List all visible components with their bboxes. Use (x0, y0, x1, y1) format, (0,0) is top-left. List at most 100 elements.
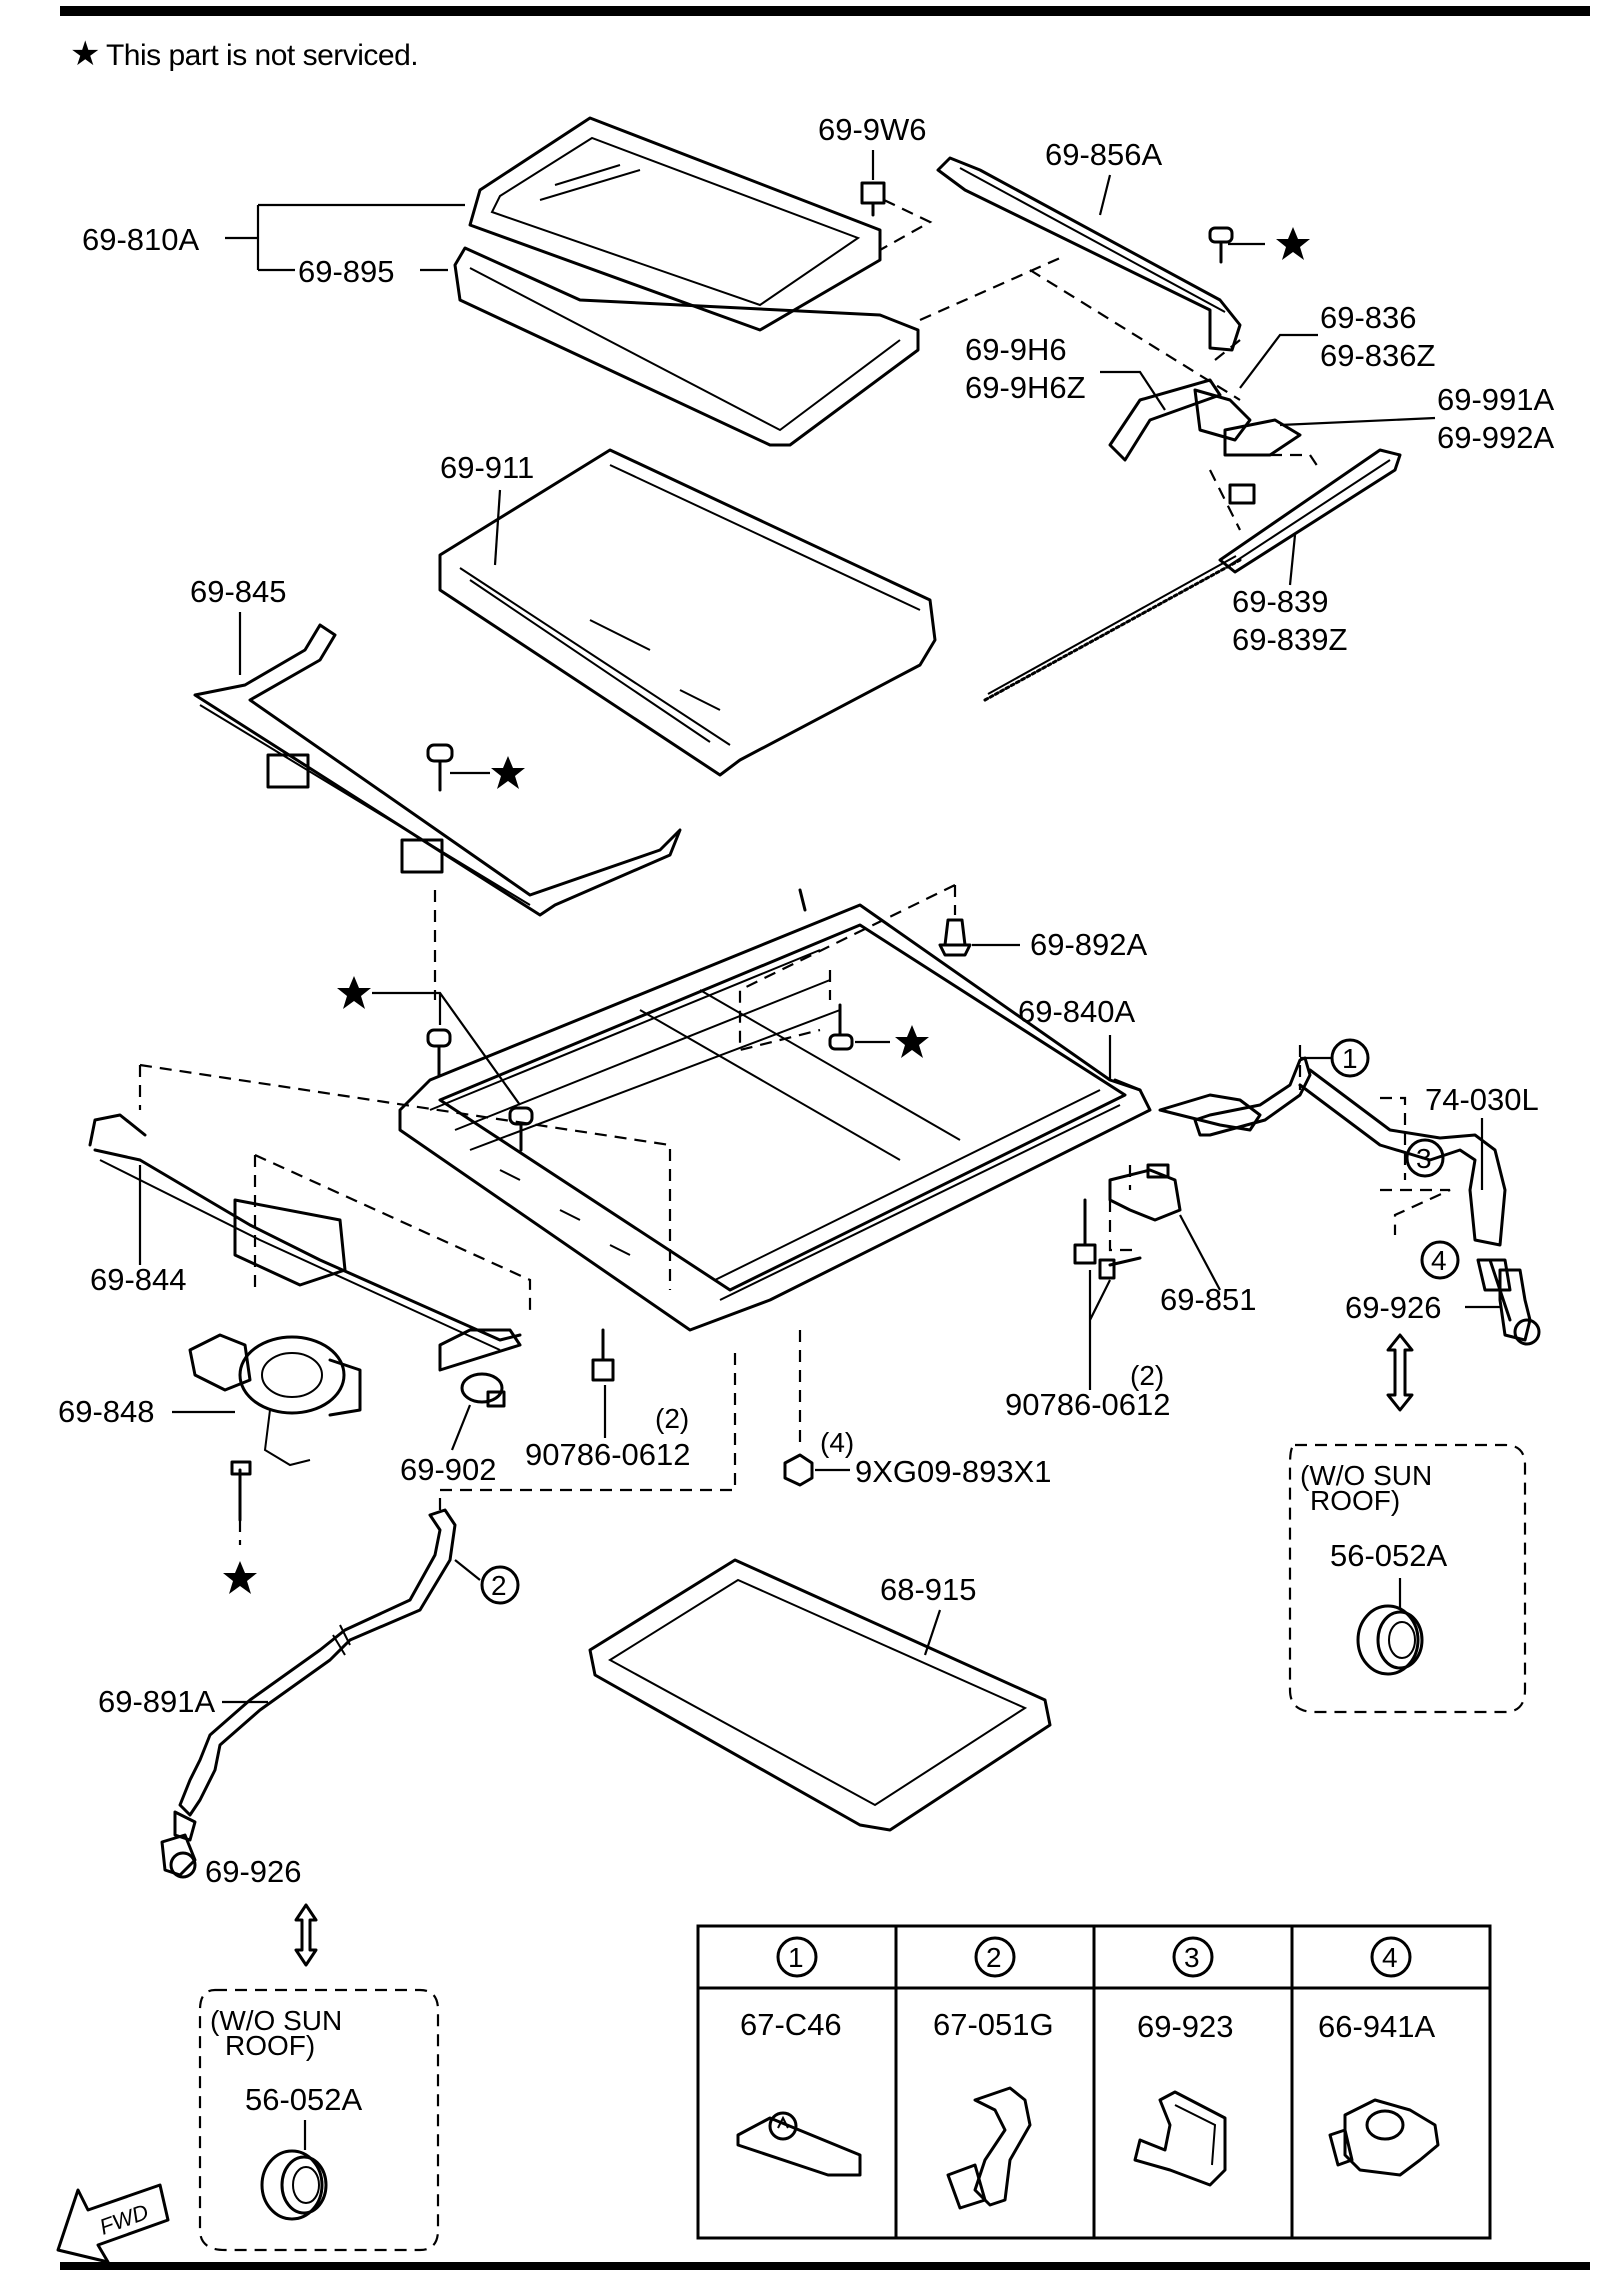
glass-weatherstrip-seal (453, 246, 920, 447)
table-header-4: 4 (1370, 1936, 1412, 1978)
label-69-836Z: 69-836Z (1320, 338, 1435, 373)
table-header-1-number: 1 (788, 1942, 804, 1973)
label-69-856A: 69-856A (1045, 137, 1163, 172)
label-69-9H6: 69-9H6 (965, 332, 1067, 367)
label-69-895: 69-895 (298, 254, 395, 289)
label-90786-0612-right: 90786-0612 (1005, 1387, 1171, 1422)
guide-rail-69-839 (983, 448, 1402, 702)
clip-67-C46 (736, 2111, 862, 2177)
label-68-915: 68-915 (880, 1572, 977, 1607)
clip-66-941A (1328, 2098, 1440, 2177)
label-69-810A: 69-810A (82, 222, 200, 257)
bottom-rule (60, 2262, 1590, 2270)
table-part-1: 67-C46 (740, 2007, 842, 2042)
note-text: This part is not serviced. (105, 39, 419, 72)
label-69-9H6Z: 69-9H6Z (965, 370, 1086, 405)
qty-90786-0612-right: (2) (1130, 1360, 1164, 1391)
label-56-052A-left: 56-052A (245, 2082, 363, 2117)
star-icon (491, 756, 525, 789)
screw-not-serviced-top (1208, 226, 1234, 264)
label-69-992A: 69-992A (1437, 420, 1555, 455)
wind-deflector (936, 156, 1242, 352)
sunroof-motor (188, 1333, 362, 1467)
label-69-839Z: 69-839Z (1232, 622, 1347, 657)
qty-90786-0612-mid: (2) (655, 1403, 689, 1434)
label-9XG09-893X1: 9XG09-893X1 (855, 1454, 1051, 1489)
nut-9XG09-893X1 (783, 1453, 814, 1487)
star-icon (223, 1561, 257, 1594)
callout-3: 3 (1405, 1138, 1445, 1178)
callout-1-number: 1 (1342, 1043, 1358, 1074)
label-69-840A: 69-840A (1018, 994, 1136, 1029)
grommet-69-926-left (160, 1833, 197, 1879)
double-arrow-icon (1386, 1333, 1414, 1412)
callout-4-number: 4 (1431, 1245, 1447, 1276)
grommet-69-926-right (1498, 1268, 1541, 1346)
without-sunroof-box-right: (W/O SUN ROOF) 56-052A (1288, 1443, 1527, 1714)
label-69-839: 69-839 (1232, 584, 1329, 619)
label-69-991A: 69-991A (1437, 382, 1555, 417)
sunroof-glass-panel (468, 116, 882, 332)
table-header-3-number: 3 (1184, 1942, 1200, 1973)
sunshade-panel (438, 448, 937, 777)
callout-2: 2 (480, 1565, 520, 1605)
label-69-848: 69-848 (58, 1394, 155, 1429)
label-69-851: 69-851 (1160, 1282, 1257, 1317)
label-69-845: 69-845 (190, 574, 287, 609)
wo-sunroof-line1-left: (W/O SUN (210, 2005, 342, 2036)
screw-not-serviced-frame (828, 1003, 854, 1051)
drain-hose-74-030L (1193, 1056, 1512, 1322)
seal-frame-68-915 (588, 1558, 1052, 1832)
callout-1: 1 (1330, 1038, 1370, 1078)
wo-sunroof-line1-right: (W/O SUN (1300, 1460, 1432, 1491)
bracket-frame-69-845 (193, 623, 682, 917)
drain-hose-assembly-69-844 (88, 1113, 522, 1372)
callout-4: 4 (1420, 1240, 1460, 1280)
without-sunroof-box-left: (W/O SUN ROOF) 56-052A (198, 1988, 440, 2252)
screw-69-9W6 (860, 181, 886, 217)
bracket-69-851 (1108, 1163, 1182, 1222)
hose-clamp-69-902 (460, 1372, 506, 1408)
label-69-926-right: 69-926 (1345, 1290, 1442, 1325)
label-69-926-left: 69-926 (205, 1854, 302, 1889)
star-icon (337, 976, 371, 1009)
clip-reference-table (696, 1924, 1492, 2240)
table-part-3: 69-923 (1137, 2009, 1234, 2044)
qty-9XG09-893X1: (4) (820, 1427, 854, 1458)
label-74-030L: 74-030L (1425, 1082, 1539, 1117)
table-header-2-number: 2 (986, 1942, 1002, 1973)
label-69-844: 69-844 (90, 1262, 187, 1297)
sunroof-housing-frame (398, 888, 1262, 1332)
label-56-052A-right: 56-052A (1330, 1538, 1448, 1573)
screw-not-serviced-left (426, 1028, 534, 1152)
callout-3-number: 3 (1416, 1143, 1432, 1174)
wo-sunroof-line2-left: ROOF) (225, 2030, 315, 2061)
bolt-90786-0612-right (1073, 1198, 1142, 1280)
star-icon (895, 1025, 929, 1058)
label-69-892A: 69-892A (1030, 927, 1148, 962)
star-icon: ★ (70, 35, 100, 73)
bolt-90786-0612-mid (591, 1328, 615, 1382)
clip-69-923 (1133, 2090, 1227, 2187)
table-part-2: 67-051G (933, 2007, 1054, 2042)
table-part-4: 66-941A (1318, 2009, 1436, 2044)
wo-sunroof-line2-right: ROOF) (1310, 1485, 1400, 1516)
label-90786-0612-mid: 90786-0612 (525, 1437, 691, 1472)
screw-not-serviced-motor (230, 1460, 252, 1522)
table-header-3: 3 (1172, 1936, 1214, 1978)
table-header-4-number: 4 (1382, 1942, 1398, 1973)
table-header-1: 1 (776, 1936, 818, 1978)
callout-2-number: 2 (491, 1570, 507, 1601)
label-69-911: 69-911 (440, 450, 534, 485)
double-arrow-icon (294, 1903, 318, 1967)
table-header-2: 2 (974, 1936, 1016, 1978)
label-69-891A: 69-891A (98, 1684, 216, 1719)
drain-hose-69-891A (173, 1508, 457, 1842)
not-serviced-note: ★This part is not serviced. (70, 34, 419, 74)
link-assembly (1108, 378, 1302, 505)
clip-67-051G (946, 2086, 1032, 2210)
label-69-9W6: 69-9W6 (818, 112, 927, 147)
screw-not-serviced-mid (426, 743, 454, 792)
bolt-69-892A (938, 918, 972, 957)
